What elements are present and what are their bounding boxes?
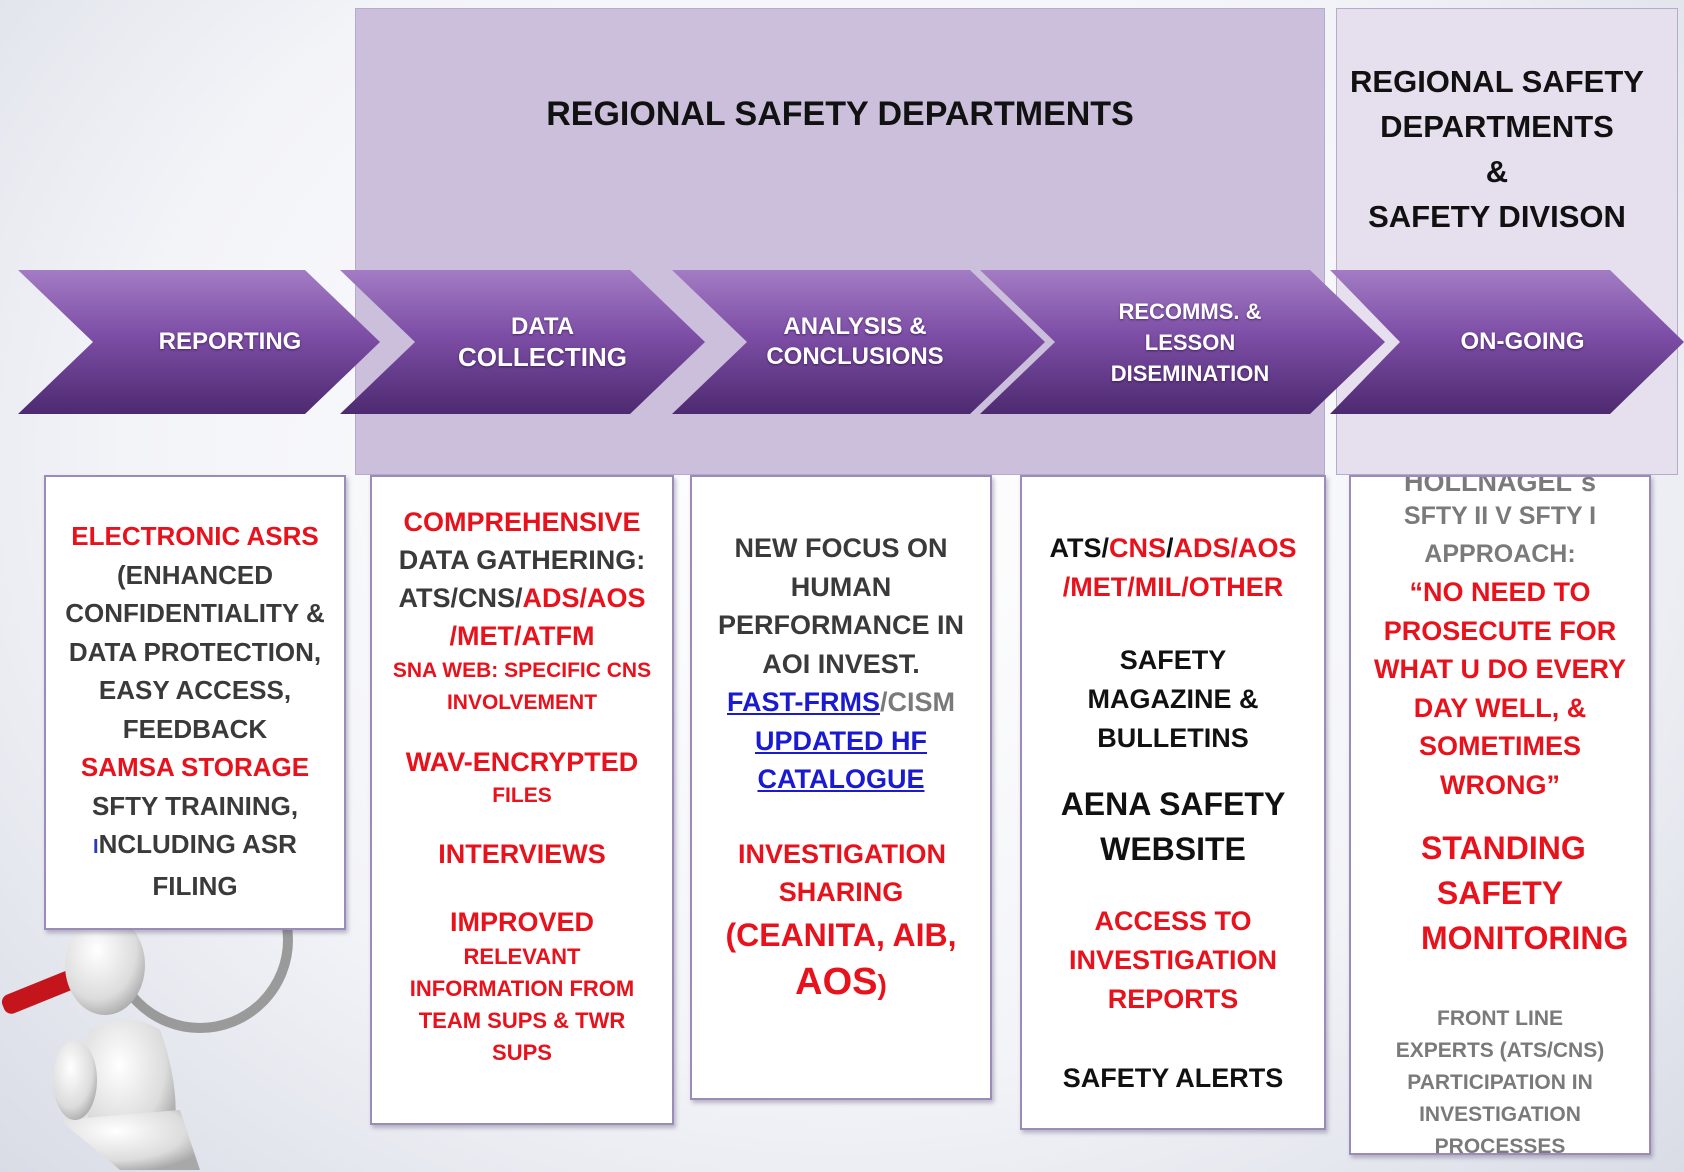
ats-cns-ads-aos-line: ATS/CNS/ADS/AOS xyxy=(1022,529,1324,568)
ads-aos-segment: ADS/AOS xyxy=(1173,533,1297,563)
met-atfm-text: /MET/ATFM xyxy=(449,621,595,651)
improved-text: IMPROVED xyxy=(449,907,595,937)
ongoing-details-box: HOLLNAGEL´s SFTY II V SFTY I APPROACH: “… xyxy=(1349,475,1651,1155)
process-chevrons xyxy=(18,270,1684,414)
region-main-title: REGIONAL SAFETY DEPARTMENTS xyxy=(546,95,1134,133)
magnifier-figure-illustration xyxy=(1,880,293,1170)
step-ongoing-line-1: ON-GOING xyxy=(1460,328,1585,355)
sna-web-text: SNA WEB: SPECIFIC CNS INVOLVEMENT xyxy=(392,659,652,714)
step-analysis-line-1: ANALYSIS & xyxy=(783,313,927,340)
chevron-data-collecting xyxy=(340,270,705,414)
ceanita-aib-text: (CEANITA, AIB, xyxy=(725,916,957,953)
step-analysis-line-2: CONCLUSIONS xyxy=(766,343,944,370)
ads-aos-segment: ADS/AOS xyxy=(522,583,646,613)
aena-safety-website-text: AENA SAFETY WEBSITE xyxy=(1060,786,1286,867)
standing-safety-monitoring-text: STANDING SAFETY MONITORING xyxy=(1421,830,1629,956)
access-investigation-reports-text: ACCESS TO INVESTIGATION REPORTS xyxy=(1068,906,1277,1014)
files-text: FILES xyxy=(492,784,552,807)
enhanced-confidentiality-text: (ENHANCED CONFIDENTIALITY & DATA PROTECT… xyxy=(65,559,325,744)
step-data-line-2: COLLECTING xyxy=(458,342,627,372)
sfty-approach-text: SFTY II V SFTY I APPROACH: xyxy=(1403,502,1597,568)
recomms-details-box: ATS/CNS/ADS/AOS /MET/MIL/OTHER SAFETY MA… xyxy=(1020,475,1326,1130)
fast-frms-cism-text: FAST-FRMS/CISM xyxy=(692,683,990,722)
data-gathering-text: DATA GATHERING: xyxy=(398,545,646,575)
sfty-training-text: SFTY TRAINING, xyxy=(91,790,299,821)
including-i-letter: I xyxy=(93,836,99,858)
fast-frms-link[interactable]: FAST-FRMS xyxy=(726,687,880,717)
step-recomms-line-1: RECOMMS. & xyxy=(1118,299,1262,324)
aos-close-segment: ) xyxy=(877,968,887,1000)
region-right-title: REGIONAL SAFETY DEPARTMENTS & SAFETY DIV… xyxy=(1327,59,1667,239)
cism-segment: /CISM xyxy=(879,687,955,717)
analysis-details-box: NEW FOCUS ON HUMAN PERFORMANCE IN AOI IN… xyxy=(690,475,992,1100)
new-focus-text: NEW FOCUS ON HUMAN PERFORMANCE IN AOI IN… xyxy=(718,533,965,679)
step-data-line-1: DATA xyxy=(510,313,575,340)
slash-segment: / xyxy=(1165,533,1174,563)
chevron-analysis xyxy=(672,270,1045,414)
met-mil-other-text: /MET/MIL/OTHER xyxy=(1062,572,1284,602)
samsa-storage-text: SAMSA STORAGE xyxy=(80,752,310,782)
ats-segment: ATS/ xyxy=(1049,533,1109,563)
front-line-experts-text: FRONT LINE EXPERTS (ATS/CNS) PARTICIPATI… xyxy=(1395,1007,1605,1155)
safety-magazine-text: SAFETY MAGAZINE & BULLETINS xyxy=(1087,645,1259,753)
wav-encrypted-text: WAV-ENCRYPTED xyxy=(405,747,639,777)
aos-text: AOS) xyxy=(692,958,990,1014)
step-recomms-line-3: DISEMINATION xyxy=(1110,361,1270,386)
region-right-title-line-2: DEPARTMENTS xyxy=(1380,109,1614,144)
step-label-analysis: ANALYSIS & CONCLUSIONS xyxy=(740,306,970,378)
hollnagel-text: HOLLNAGEL´s xyxy=(1404,475,1596,497)
step-reporting-line-1: REPORTING xyxy=(158,328,302,355)
ats-cns-segment: ATS/CNS/ xyxy=(398,583,523,613)
step-label-ongoing: ON-GOING xyxy=(1420,312,1625,372)
step-label-reporting: REPORTING xyxy=(120,312,340,372)
region-right-title-line-3: & xyxy=(1485,154,1509,189)
interviews-text: INTERVIEWS xyxy=(438,839,606,869)
cns-segment: CNS xyxy=(1108,533,1166,563)
step-label-data-collecting: DATA COLLECTING xyxy=(435,306,650,378)
reporting-details-box: ELECTRONIC ASRS (ENHANCED CONFIDENTIALIT… xyxy=(44,475,346,930)
investigation-sharing-text: INVESTIGATION SHARING xyxy=(738,838,947,908)
data-collecting-details-box: COMPREHENSIVE DATA GATHERING: ATS/CNS/AD… xyxy=(370,475,674,1125)
updated-hf-catalogue-text: UPDATED HF CATALOGUE xyxy=(692,722,990,799)
comprehensive-text: COMPREHENSIVE xyxy=(403,507,641,537)
step-recomms-line-2: LESSON xyxy=(1144,330,1236,355)
ats-cns-ads-aos-text: ATS/CNS/ADS/AOS xyxy=(372,579,672,617)
including-rest-text: NCLUDING ASR FILING xyxy=(98,829,297,901)
no-need-to-prosecute-quote: “NO NEED TO PROSECUTE FOR WHAT U DO EVER… xyxy=(1373,577,1626,800)
including-asr-filing-text: INCLUDING ASR FILING xyxy=(46,825,344,905)
region-right-title-line-1: REGIONAL SAFETY xyxy=(1350,64,1644,99)
safety-alerts-text: SAFETY ALERTS xyxy=(1062,1063,1284,1093)
electronic-asrs-text: ELECTRONIC ASRS xyxy=(71,521,319,551)
chevron-reporting xyxy=(18,270,380,414)
chevron-recomms xyxy=(980,270,1385,414)
chevron-ongoing xyxy=(1330,270,1684,414)
updated-hf-catalogue-link[interactable]: UPDATED HF CATALOGUE xyxy=(755,725,927,795)
region-right-title-line-4: SAFETY DIVISON xyxy=(1368,199,1626,234)
step-label-recomms: RECOMMS. & LESSON DISEMINATION xyxy=(1070,295,1310,390)
aos-segment: AOS xyxy=(795,960,878,1003)
relevant-information-text: RELEVANT INFORMATION FROM TEAM SUPS & TW… xyxy=(409,944,635,1065)
